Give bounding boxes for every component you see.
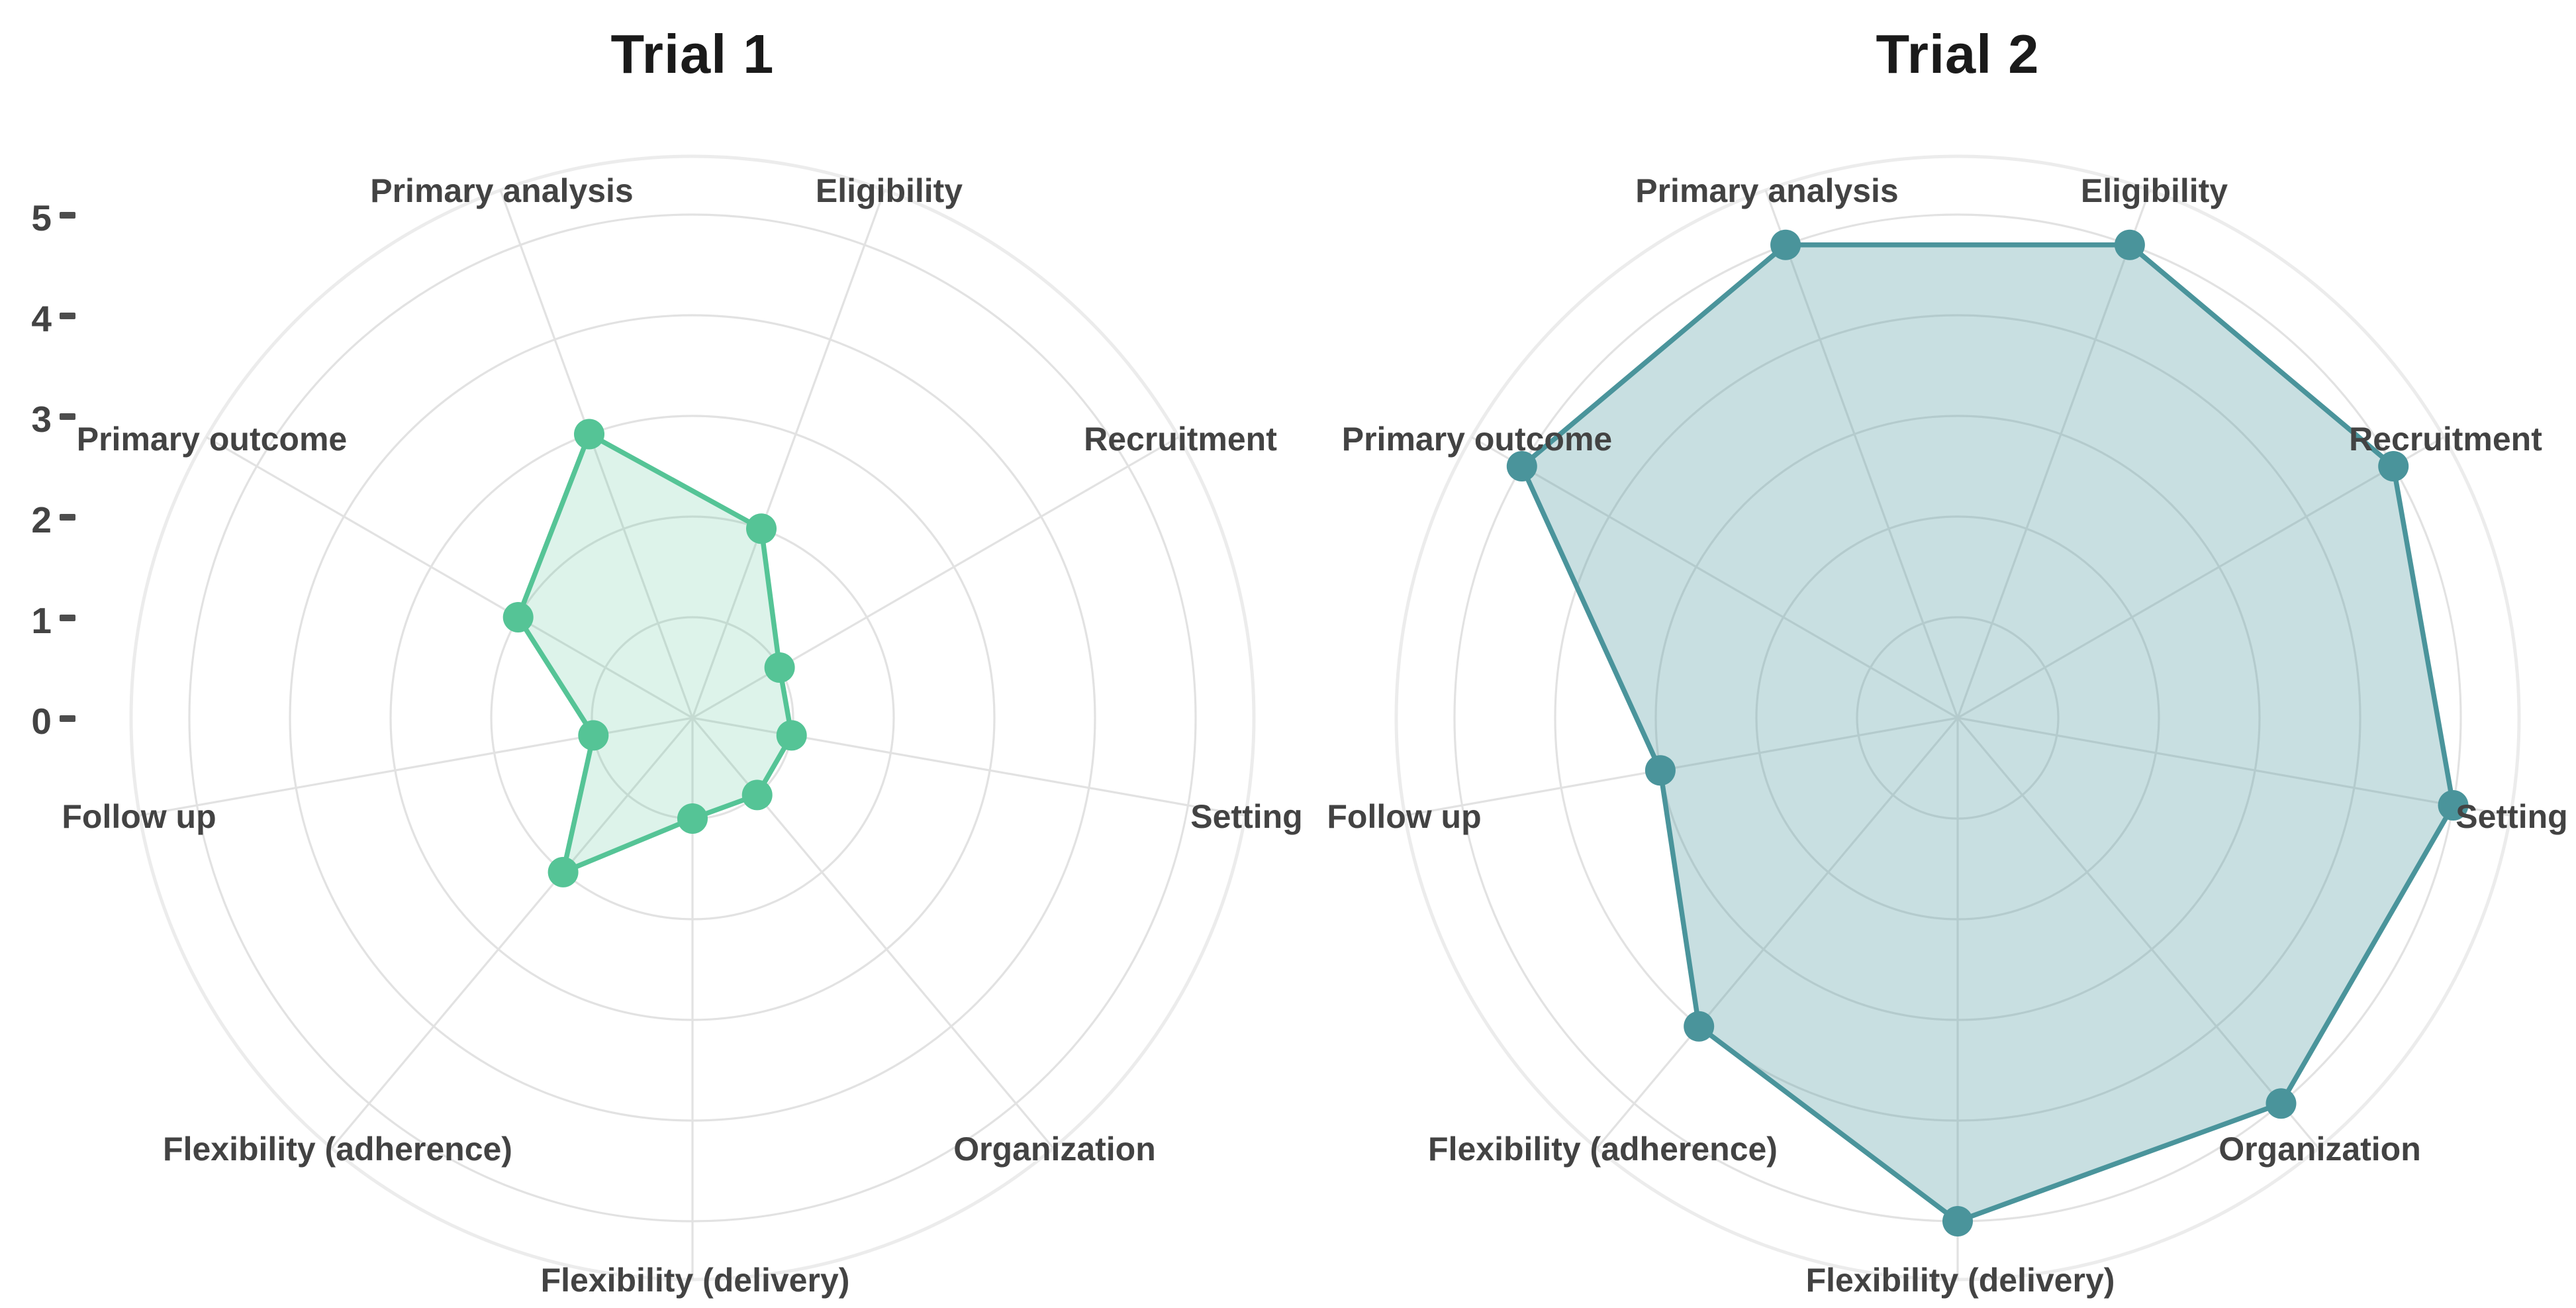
axis-spoke-8 [499,189,694,719]
radial-tick-label-5: 5 [31,197,52,238]
axis-spoke-7 [205,436,693,719]
data-point-primary-analysis [574,419,604,450]
radial-tick-label-0: 0 [31,701,52,742]
axis-spoke-7 [1470,436,1958,719]
data-point-flexibility-delivery [1942,1206,1973,1236]
category-label-recruitment: Recruitment [1084,421,1277,458]
category-label-flexibility-adherence: Flexibility (adherence) [163,1131,512,1168]
data-point-organization [2266,1088,2297,1119]
category-label-flexibility-delivery: Flexibility (delivery) [541,1262,850,1299]
axis-spoke-5 [1596,717,1959,1149]
axis-spoke-3 [1956,717,2320,1149]
category-label-organization: Organization [953,1131,1156,1168]
data-point-eligibility [2114,229,2145,260]
data-point-primary-analysis [1770,229,1801,260]
data-point-eligibility [746,513,777,544]
data-point-setting [2438,790,2469,821]
category-label-eligibility: Eligibility [816,172,963,209]
category-label-eligibility: Eligibility [2081,172,2228,209]
data-point-recruitment [2378,451,2409,481]
radial-tick-label-3: 3 [31,399,52,440]
axis-spoke-8 [1764,189,1959,719]
data-point-follow-up [1645,755,1676,786]
category-label-organization: Organization [2218,1131,2421,1168]
data-point-recruitment [764,652,795,683]
axis-spoke-1 [1957,436,2445,719]
axis-spoke-2 [1957,717,2511,817]
category-label-setting: Setting [2456,798,2567,835]
data-point-primary-outcome [1506,451,1537,481]
radar-panel-2: EligibilityRecruitmentSettingOrganizatio… [1327,154,2568,1299]
radial-tick-dash-3 [60,413,75,420]
data-polygon-trial-1 [515,431,794,875]
data-polygon-trial-2 [1519,242,2456,1224]
axis-spoke-5 [330,717,694,1149]
data-point-setting [776,720,807,751]
category-label-recruitment: Recruitment [2349,421,2542,458]
data-point-organization [741,780,773,811]
category-label-primary-outcome: Primary outcome [77,421,347,458]
radial-tick-dash-2 [60,514,75,521]
radial-tick-label-4: 4 [31,298,52,339]
category-label-setting: Setting [1190,798,1302,835]
category-label-flexibility-delivery: Flexibility (delivery) [1806,1262,2115,1299]
category-label-follow-up: Follow up [1327,798,1481,835]
radial-tick-label-2: 2 [31,499,52,540]
radial-tick-label-1: 1 [31,600,52,641]
radial-tick-dash-5 [60,212,75,219]
data-point-flexibility-adherence [548,856,579,887]
category-label-primary-analysis: Primary analysis [370,172,634,209]
axis-spoke-0 [691,189,886,719]
category-label-flexibility-adherence: Flexibility (adherence) [1428,1131,1778,1168]
chart-title-trial-2: Trial 2 [1876,23,2040,85]
data-point-follow-up [578,720,609,751]
chart-title-trial-1: Trial 1 [610,23,775,85]
category-label-follow-up: Follow up [62,798,216,835]
category-label-primary-outcome: Primary outcome [1342,421,1612,458]
axis-spoke-6 [1404,717,1958,817]
category-label-primary-analysis: Primary analysis [1635,172,1899,209]
data-point-flexibility-adherence [1684,1011,1715,1042]
axis-spoke-0 [1956,189,2151,719]
radar-panel-1: EligibilityRecruitmentSettingOrganizatio… [31,154,1303,1299]
radial-tick-dash-1 [60,615,75,621]
data-point-flexibility-delivery [677,803,708,834]
radial-tick-dash-4 [60,313,75,319]
data-point-primary-outcome [502,602,534,632]
radial-tick-dash-0 [60,715,75,722]
